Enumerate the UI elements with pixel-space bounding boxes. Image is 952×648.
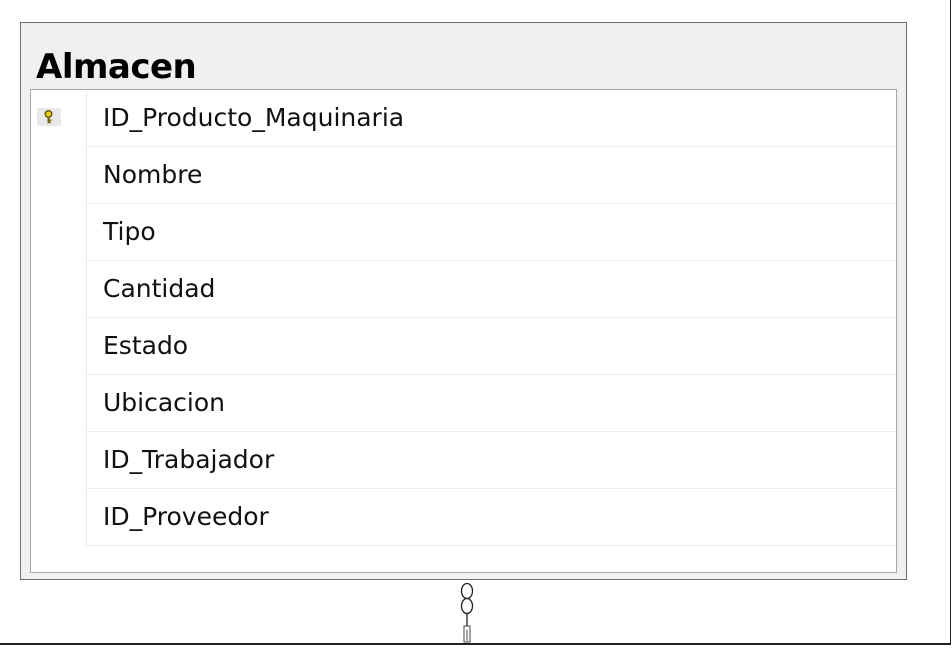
column-cell xyxy=(87,318,896,375)
column-cell xyxy=(87,261,896,318)
column-row-nombre[interactable]: Nombre xyxy=(31,147,896,204)
row-selector[interactable] xyxy=(31,375,87,432)
column-name: Ubicacion xyxy=(103,388,226,417)
column-row-id-proveedor[interactable]: ID_Proveedor xyxy=(31,489,896,546)
column-row-id-trabajador[interactable]: ID_Trabajador xyxy=(31,432,896,489)
column-name: Tipo xyxy=(103,217,156,246)
column-row-id-producto-maquinaria[interactable]: ID_Producto_Maquinaria xyxy=(31,90,896,147)
column-name: Cantidad xyxy=(103,274,216,303)
column-name: ID_Proveedor xyxy=(103,502,269,531)
column-grid: ID_Producto_Maquinaria Nombre Tipo Canti… xyxy=(30,89,897,573)
column-cell xyxy=(87,375,896,432)
table-title[interactable]: Almacen xyxy=(36,47,197,87)
column-cell xyxy=(87,432,896,489)
column-name: ID_Trabajador xyxy=(103,445,275,474)
column-cell xyxy=(87,489,896,546)
key-icon xyxy=(37,108,61,126)
column-cell xyxy=(87,90,896,147)
row-selector[interactable] xyxy=(31,432,87,489)
row-selector[interactable] xyxy=(31,147,87,204)
column-row-estado[interactable]: Estado xyxy=(31,318,896,375)
table-almacen[interactable]: Almacen ID_Producto_Maquinaria xyxy=(20,22,907,580)
column-name: Nombre xyxy=(103,160,203,189)
column-name: Estado xyxy=(103,331,189,360)
infinity-connector-icon[interactable] xyxy=(456,580,478,644)
row-selector[interactable] xyxy=(31,90,87,147)
column-row-cantidad[interactable]: Cantidad xyxy=(31,261,896,318)
column-cell xyxy=(87,204,896,261)
column-name: ID_Producto_Maquinaria xyxy=(103,103,405,132)
row-selector[interactable] xyxy=(31,204,87,261)
row-selector[interactable] xyxy=(31,318,87,375)
column-row-ubicacion[interactable]: Ubicacion xyxy=(31,375,896,432)
column-cell xyxy=(87,147,896,204)
row-selector[interactable] xyxy=(31,489,87,546)
column-row-tipo[interactable]: Tipo xyxy=(31,204,896,261)
row-selector[interactable] xyxy=(31,261,87,318)
